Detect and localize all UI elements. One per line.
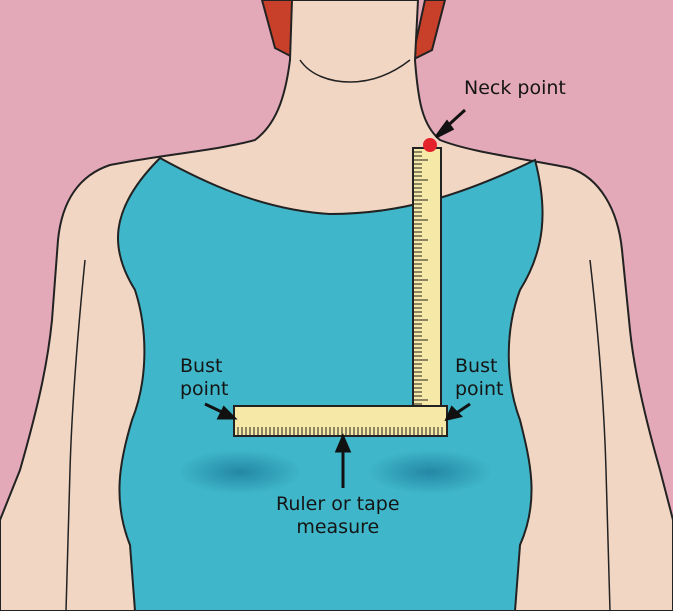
ruler-label: Ruler or tape measure <box>276 493 400 539</box>
ruler-horizontal <box>234 406 447 436</box>
neck-point-label: Neck point <box>464 77 566 100</box>
bust-shadow-left <box>178 450 302 494</box>
ruler-label-line-1: Ruler or tape <box>276 493 400 516</box>
ruler-label-line-2: measure <box>276 516 400 539</box>
bust-label-line: Bust <box>180 355 228 378</box>
bust-point-label-right: Bust point <box>455 355 503 401</box>
bust-point-label-left: Bust point <box>180 355 228 401</box>
point-label-line: point <box>180 378 228 401</box>
ruler-vertical <box>413 148 441 418</box>
point-label-line: point <box>455 378 503 401</box>
bust-label-line: Bust <box>455 355 503 378</box>
bust-shadow-right <box>368 450 492 494</box>
neck-point-dot <box>423 138 437 152</box>
